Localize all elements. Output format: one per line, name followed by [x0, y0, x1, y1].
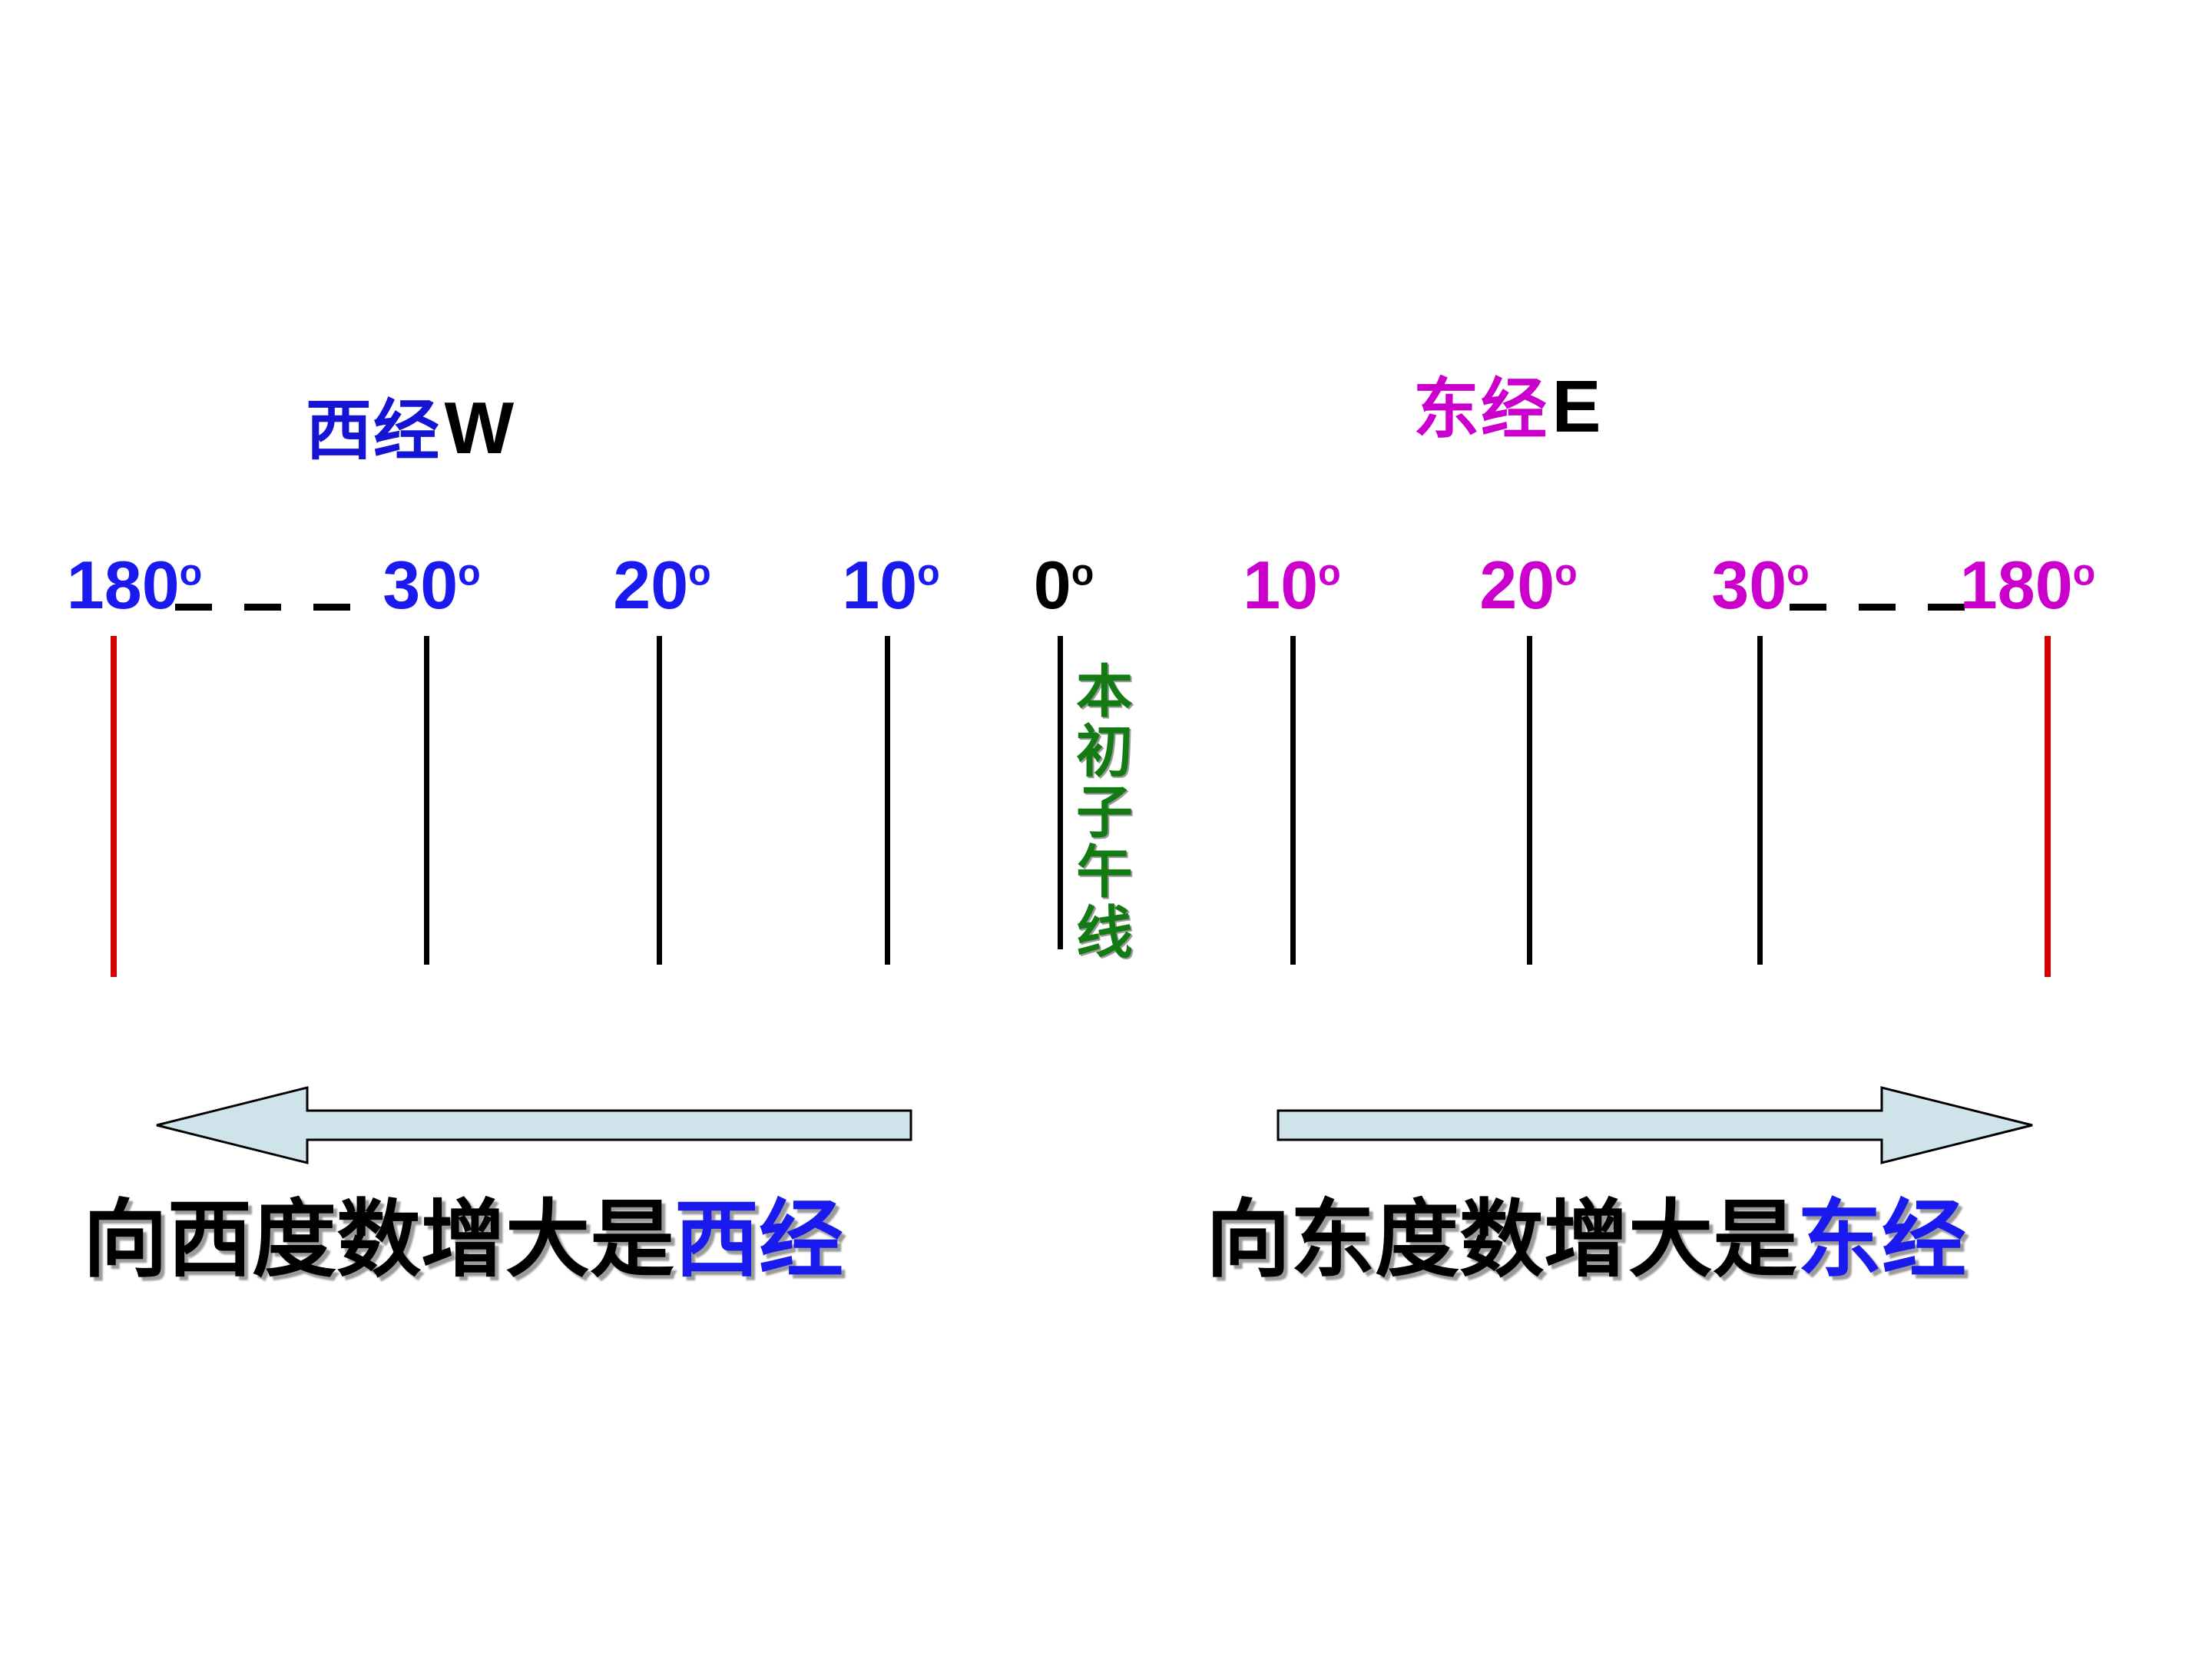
degree-label-west-10: 10o [842, 547, 940, 623]
dash-segment-west [244, 604, 281, 611]
heading-west: 西经 W [306, 392, 514, 465]
prime-caption-char: 子 [1076, 780, 1133, 844]
dash-segment-west [313, 604, 350, 611]
prime-meridian-caption: 本 初 子 午 线 [1069, 660, 1140, 965]
dash-segment-west [175, 604, 212, 611]
degree-label-zero: 0o [1033, 547, 1094, 623]
meridian-line-east-10 [1290, 636, 1296, 965]
prime-caption-char: 午 [1076, 840, 1133, 905]
sentence-east-highlight: 东经 [1797, 1193, 1966, 1287]
arrow-eastward [1275, 1083, 2035, 1171]
degree-label-east-20: 20o [1479, 547, 1578, 623]
heading-west-letter: W [444, 387, 515, 469]
sentence-west-highlight: 西经 [674, 1193, 843, 1287]
meridian-line-west-30 [424, 636, 429, 965]
heading-east-letter: E [1551, 366, 1601, 448]
prime-caption-char: 线 [1076, 900, 1133, 965]
degree-label-east-30: 30o [1711, 547, 1810, 623]
heading-east: 东经 E [1413, 370, 1601, 444]
degree-label-east-180: 180o [1959, 547, 2096, 623]
degree-label-west-30: 30o [382, 547, 481, 623]
meridian-line-east-20 [1527, 636, 1532, 965]
meridian-line-prime [1058, 636, 1063, 949]
prime-caption-char: 本 [1076, 660, 1133, 724]
dash-segment-east [1928, 604, 1965, 611]
heading-east-chinese: 东经 [1413, 373, 1548, 446]
prime-caption-char: 初 [1076, 720, 1133, 784]
sentence-west: 向西度数增大是西经 [83, 1198, 843, 1283]
degree-label-east-10: 10o [1243, 547, 1341, 623]
dash-segment-east [1790, 604, 1826, 611]
meridian-line-west-20 [657, 636, 662, 965]
dash-segment-east [1859, 604, 1896, 611]
heading-west-chinese: 西经 [306, 394, 441, 468]
sentence-west-plain: 向西度数增大是 [83, 1193, 674, 1287]
sentence-east: 向东度数增大是东经 [1206, 1198, 1966, 1283]
sentence-east-plain: 向东度数增大是 [1206, 1193, 1797, 1287]
degree-label-west-20: 20o [613, 547, 711, 623]
degree-label-west-180: 180o [66, 547, 203, 623]
meridian-line-east-30 [1757, 636, 1763, 965]
meridian-line-west-10 [885, 636, 890, 965]
arrow-westward [154, 1083, 914, 1171]
meridian-line-west-180 [111, 636, 117, 977]
meridian-line-east-180 [2045, 636, 2051, 977]
